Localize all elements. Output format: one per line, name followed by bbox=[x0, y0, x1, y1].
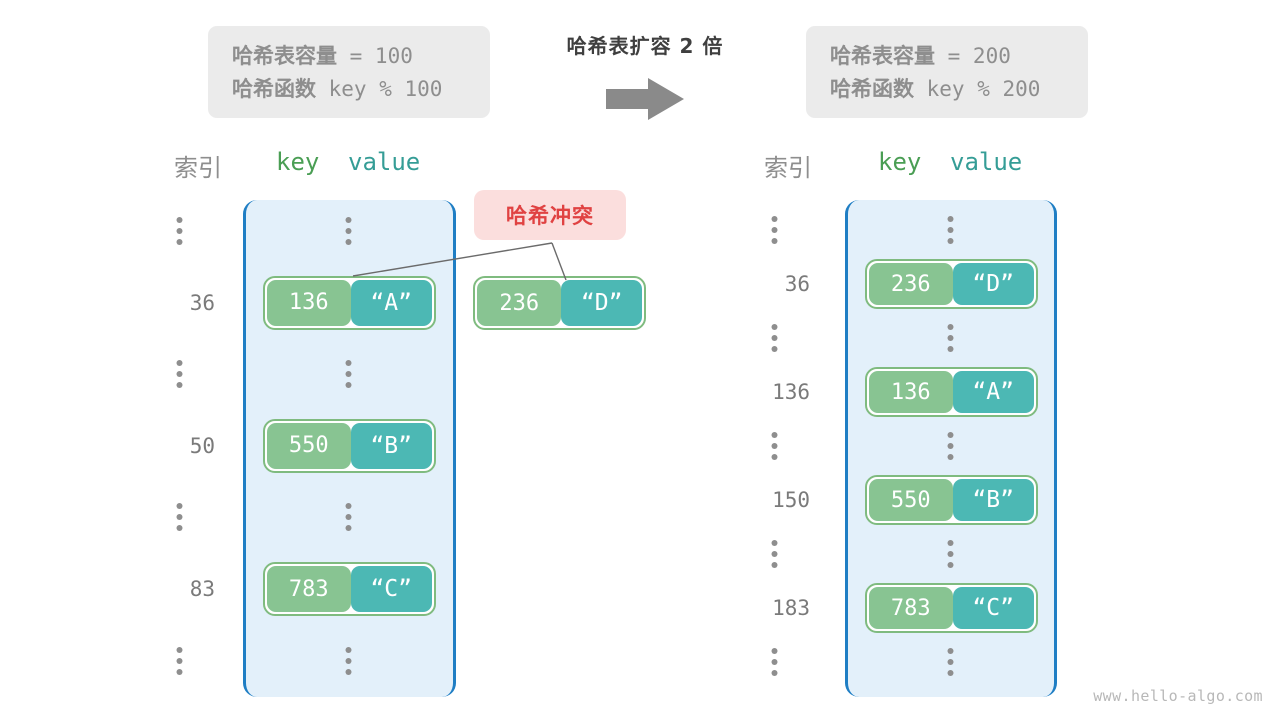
before-index-label: 50 bbox=[189, 433, 215, 458]
before-index-ellipsis-icon bbox=[176, 503, 184, 532]
after-value-cell: “A” bbox=[952, 371, 1034, 413]
after-index-ellipsis-icon bbox=[771, 216, 779, 244]
right-header-index: 索引 bbox=[764, 154, 812, 182]
left-header-value: value bbox=[348, 148, 421, 176]
after-key-cell: 236 bbox=[868, 263, 953, 305]
after-index-ellipsis-icon bbox=[771, 540, 779, 568]
before-index-ellipsis-icon bbox=[176, 646, 184, 675]
right-header-value: value bbox=[950, 148, 1023, 176]
overflow-key: 236 bbox=[477, 280, 562, 326]
overflow-key-value-pair: 236 “D” bbox=[473, 276, 646, 330]
function-label-after: 哈希函数 bbox=[830, 77, 914, 101]
after-key-value-pair: 136“A” bbox=[864, 367, 1038, 417]
overflow-value: “D” bbox=[561, 280, 642, 326]
capacity-line-after: 哈希表容量 = 200 bbox=[830, 40, 1064, 73]
function-line-before: 哈希函数 key % 100 bbox=[232, 73, 466, 106]
after-value-cell: “D” bbox=[952, 263, 1034, 305]
after-bucket-ellipsis-icon bbox=[947, 648, 955, 676]
transform-caption: 哈希表扩容 2 倍 bbox=[566, 34, 724, 58]
after-index-label: 136 bbox=[772, 380, 810, 404]
before-bucket-ellipsis-icon bbox=[345, 217, 353, 245]
before-key-cell: 783 bbox=[266, 566, 351, 612]
after-bucket-ellipsis-icon bbox=[947, 216, 955, 244]
capacity-label-after: 哈希表容量 bbox=[830, 44, 935, 68]
before-value-cell: “A” bbox=[350, 279, 432, 326]
function-value-after: key % 200 bbox=[914, 77, 1041, 101]
before-index-ellipsis-icon bbox=[176, 360, 184, 389]
arrow-right-icon bbox=[606, 78, 684, 120]
before-key-value-pair: 550“B” bbox=[262, 418, 436, 473]
before-value-cell: “B” bbox=[350, 422, 432, 469]
after-bucket-ellipsis-icon bbox=[947, 540, 955, 568]
hash-config-box-before: 哈希表容量 = 100 哈希函数 key % 100 bbox=[208, 26, 490, 118]
capacity-value-after: = 200 bbox=[935, 44, 1011, 68]
after-key-value-pair: 236“D” bbox=[864, 259, 1038, 309]
before-index-ellipsis-icon bbox=[176, 217, 184, 245]
after-key-cell: 550 bbox=[868, 479, 953, 521]
after-bucket-ellipsis-icon bbox=[947, 432, 955, 460]
after-index-ellipsis-icon bbox=[771, 324, 779, 352]
after-key-cell: 136 bbox=[868, 371, 953, 413]
after-index-label: 36 bbox=[784, 272, 810, 296]
after-value-cell: “B” bbox=[952, 479, 1034, 521]
after-index-ellipsis-icon bbox=[771, 432, 779, 460]
left-header-key: key bbox=[276, 148, 320, 176]
hash-collision-badge: 哈希冲突 bbox=[474, 190, 626, 240]
after-key-value-pair: 550“B” bbox=[864, 475, 1038, 525]
capacity-value-before: = 100 bbox=[337, 44, 413, 68]
before-bucket-ellipsis-icon bbox=[345, 503, 353, 532]
before-value-cell: “C” bbox=[350, 566, 432, 612]
before-bucket-ellipsis-icon bbox=[345, 360, 353, 389]
before-bucket-ellipsis-icon bbox=[345, 646, 353, 675]
after-key-cell: 783 bbox=[868, 587, 953, 629]
before-index-label: 83 bbox=[189, 577, 215, 601]
function-value-before: key % 100 bbox=[316, 77, 443, 101]
before-key-value-pair: 136“A” bbox=[262, 275, 436, 330]
capacity-line-before: 哈希表容量 = 100 bbox=[232, 40, 466, 73]
after-bucket-ellipsis-icon bbox=[947, 324, 955, 352]
function-line-after: 哈希函数 key % 200 bbox=[830, 73, 1064, 106]
after-index-label: 150 bbox=[772, 488, 810, 512]
capacity-label-before: 哈希表容量 bbox=[232, 44, 337, 68]
right-header-key: key bbox=[878, 148, 922, 176]
after-key-value-pair: 783“C” bbox=[864, 583, 1038, 633]
before-key-cell: 136 bbox=[266, 279, 351, 326]
before-key-value-pair: 783“C” bbox=[262, 562, 436, 616]
watermark: www.hello-algo.com bbox=[1093, 687, 1263, 705]
before-key-cell: 550 bbox=[266, 422, 351, 469]
hash-config-box-after: 哈希表容量 = 200 哈希函数 key % 200 bbox=[806, 26, 1088, 118]
after-index-ellipsis-icon bbox=[771, 648, 779, 676]
after-value-cell: “C” bbox=[952, 587, 1034, 629]
after-index-label: 183 bbox=[772, 596, 810, 620]
function-label-before: 哈希函数 bbox=[232, 77, 316, 101]
before-index-label: 36 bbox=[189, 290, 215, 315]
left-header-index: 索引 bbox=[174, 154, 222, 182]
